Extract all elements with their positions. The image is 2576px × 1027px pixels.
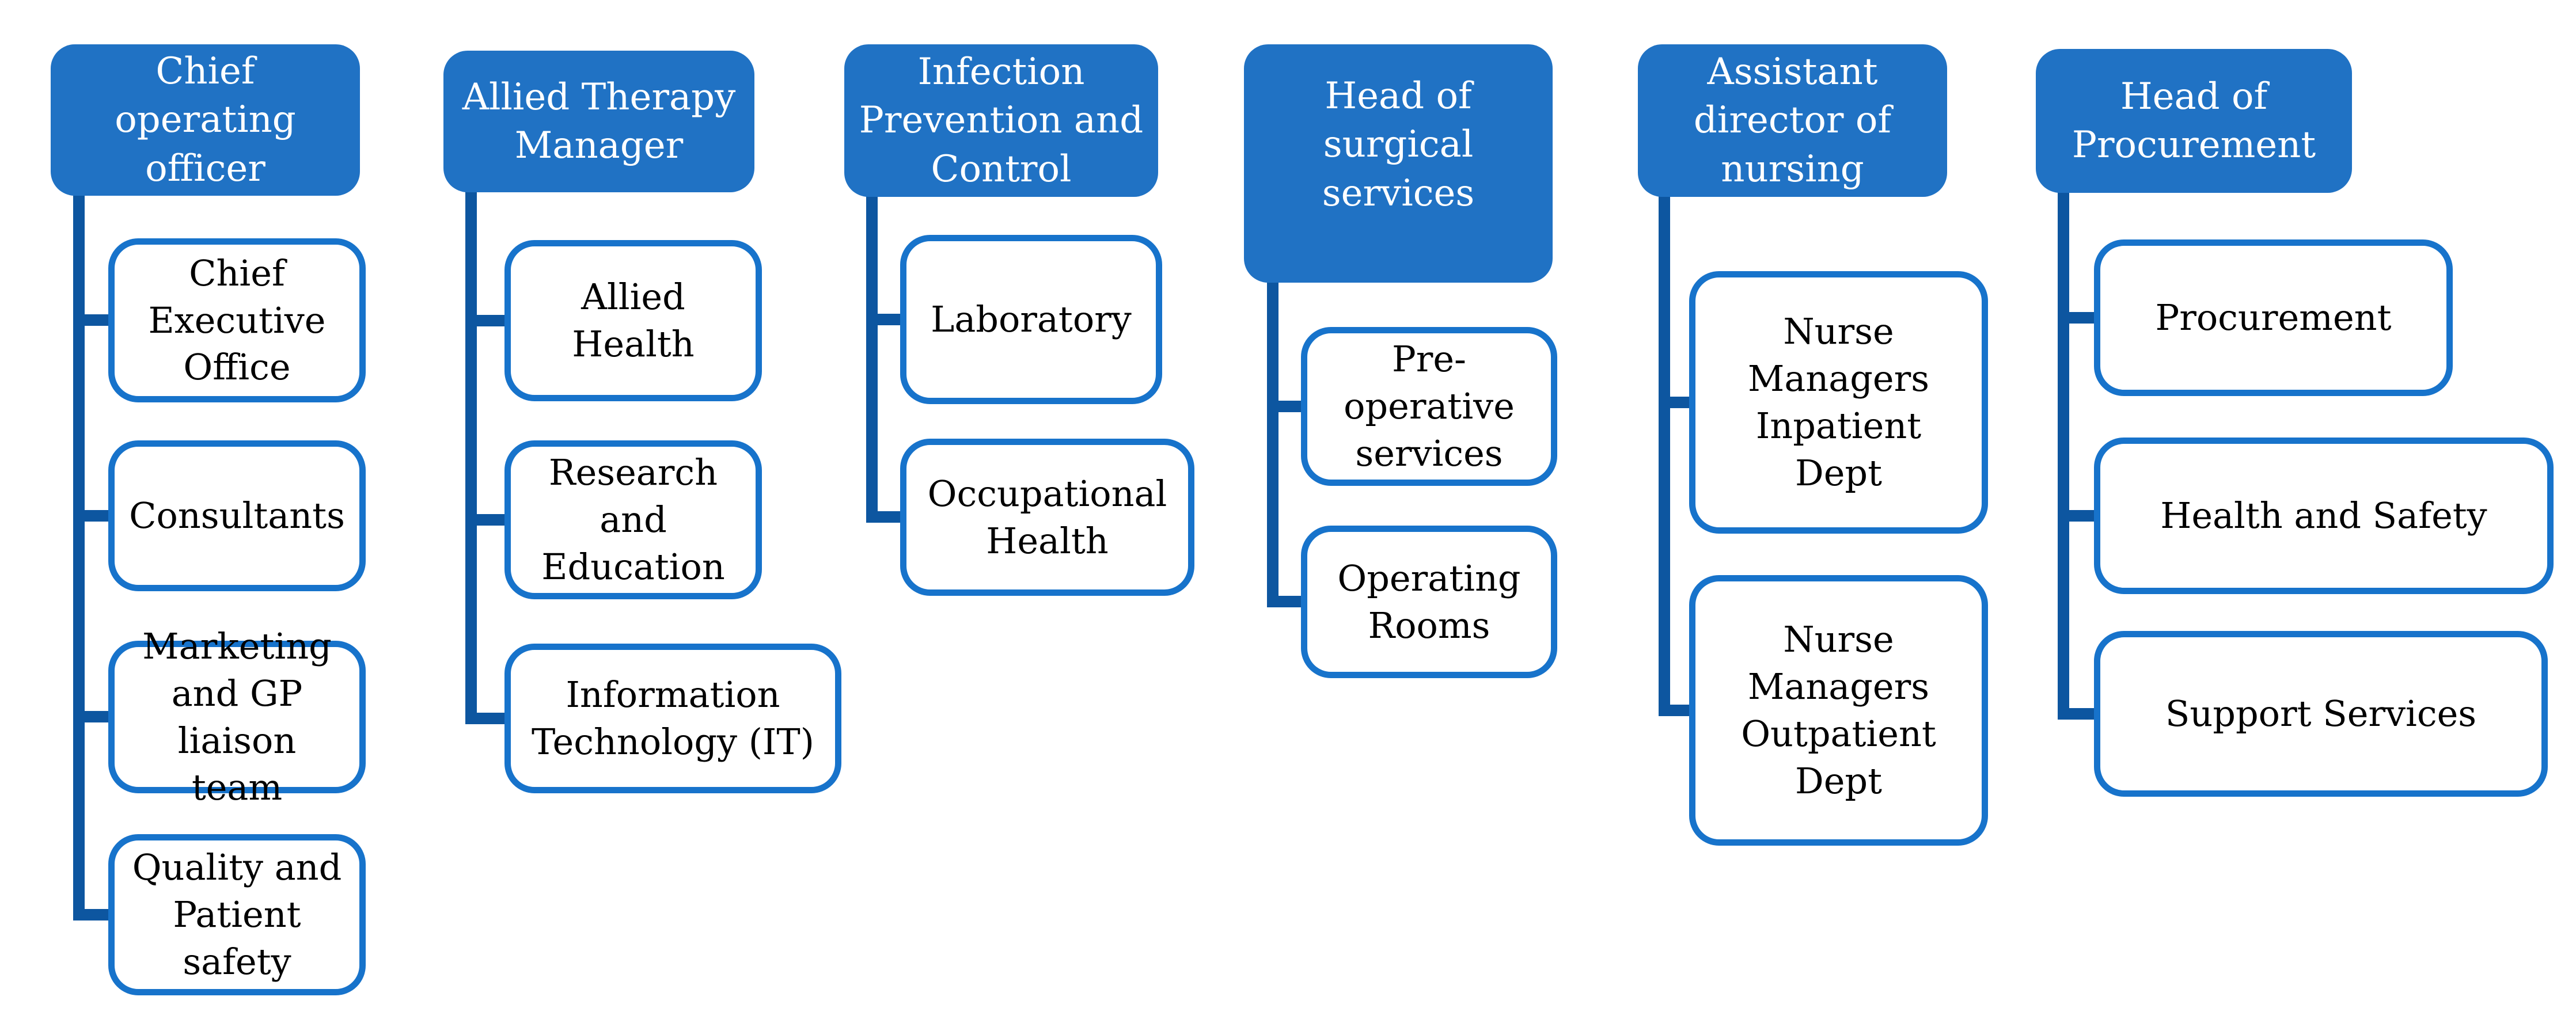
header-box-chief-operating-officer: Chief operating officer bbox=[51, 44, 360, 196]
connector-trunk-chief-operating-officer bbox=[73, 193, 85, 921]
child-box-information-technology: Information Technology (IT) bbox=[504, 644, 841, 793]
connector-stub-occupational-health bbox=[872, 511, 907, 523]
child-box-occupational-health: Occupational Health bbox=[900, 439, 1194, 596]
child-box-health-and-safety: Health and Safety bbox=[2094, 438, 2554, 594]
connector-trunk-assistant-director-of-nursing bbox=[1659, 195, 1670, 716]
connector-stub-consultants bbox=[79, 510, 117, 522]
connector-stub-support-services bbox=[2063, 708, 2101, 720]
header-box-assistant-director-of-nursing: Assistant director of nursing bbox=[1638, 44, 1947, 197]
child-box-research-education: Research and Education bbox=[504, 440, 762, 599]
child-box-laboratory: Laboratory bbox=[900, 235, 1162, 404]
connector-trunk-allied-therapy-manager bbox=[465, 190, 477, 724]
child-box-procurement: Procurement bbox=[2094, 239, 2453, 396]
child-box-chief-executive-office: Chief Executive Office bbox=[108, 238, 366, 402]
connector-trunk-head-of-surgical-services bbox=[1267, 280, 1278, 607]
connector-trunk-infection-prevention-control bbox=[866, 195, 878, 523]
connector-stub-chief-executive-office bbox=[79, 314, 117, 326]
connector-stub-information-technology bbox=[471, 713, 511, 724]
connector-stub-health-and-safety bbox=[2063, 510, 2101, 522]
child-box-consultants: Consultants bbox=[108, 440, 366, 591]
connector-stub-research-education bbox=[471, 514, 511, 526]
connector-stub-quality-patient-safety bbox=[79, 909, 117, 921]
child-box-support-services: Support Services bbox=[2094, 631, 2548, 797]
header-box-infection-prevention-control: Infection Prevention and Control bbox=[844, 44, 1158, 197]
connector-stub-allied-health bbox=[471, 315, 511, 326]
child-box-nurse-managers-inpatient: Nurse Managers Inpatient Dept bbox=[1689, 271, 1988, 534]
header-box-head-of-surgical-services: Head of surgical services bbox=[1244, 44, 1553, 283]
child-box-nurse-managers-outpatient: Nurse Managers Outpatient Dept bbox=[1689, 575, 1988, 846]
connector-stub-marketing-gp-liaison bbox=[79, 711, 117, 722]
connector-stub-laboratory bbox=[872, 314, 907, 325]
connector-stub-pre-operative-services bbox=[1273, 401, 1308, 412]
child-box-marketing-gp-liaison: Marketing and GP liaison team bbox=[108, 625, 366, 808]
child-box-pre-operative-services: Pre- operative services bbox=[1301, 327, 1557, 486]
connector-stub-operating-rooms bbox=[1273, 596, 1308, 607]
header-box-allied-therapy-manager: Allied Therapy Manager bbox=[443, 51, 754, 192]
header-box-head-of-procurement: Head of Procurement bbox=[2036, 49, 2352, 193]
connector-trunk-head-of-procurement bbox=[2058, 191, 2069, 720]
connector-stub-nurse-managers-outpatient bbox=[1664, 705, 1696, 716]
connector-stub-procurement bbox=[2063, 312, 2101, 324]
child-box-operating-rooms: Operating Rooms bbox=[1301, 526, 1557, 678]
connector-stub-nurse-managers-inpatient bbox=[1664, 397, 1696, 408]
child-box-quality-patient-safety: Quality and Patient safety bbox=[108, 834, 366, 995]
child-box-allied-health: Allied Health bbox=[504, 240, 762, 401]
